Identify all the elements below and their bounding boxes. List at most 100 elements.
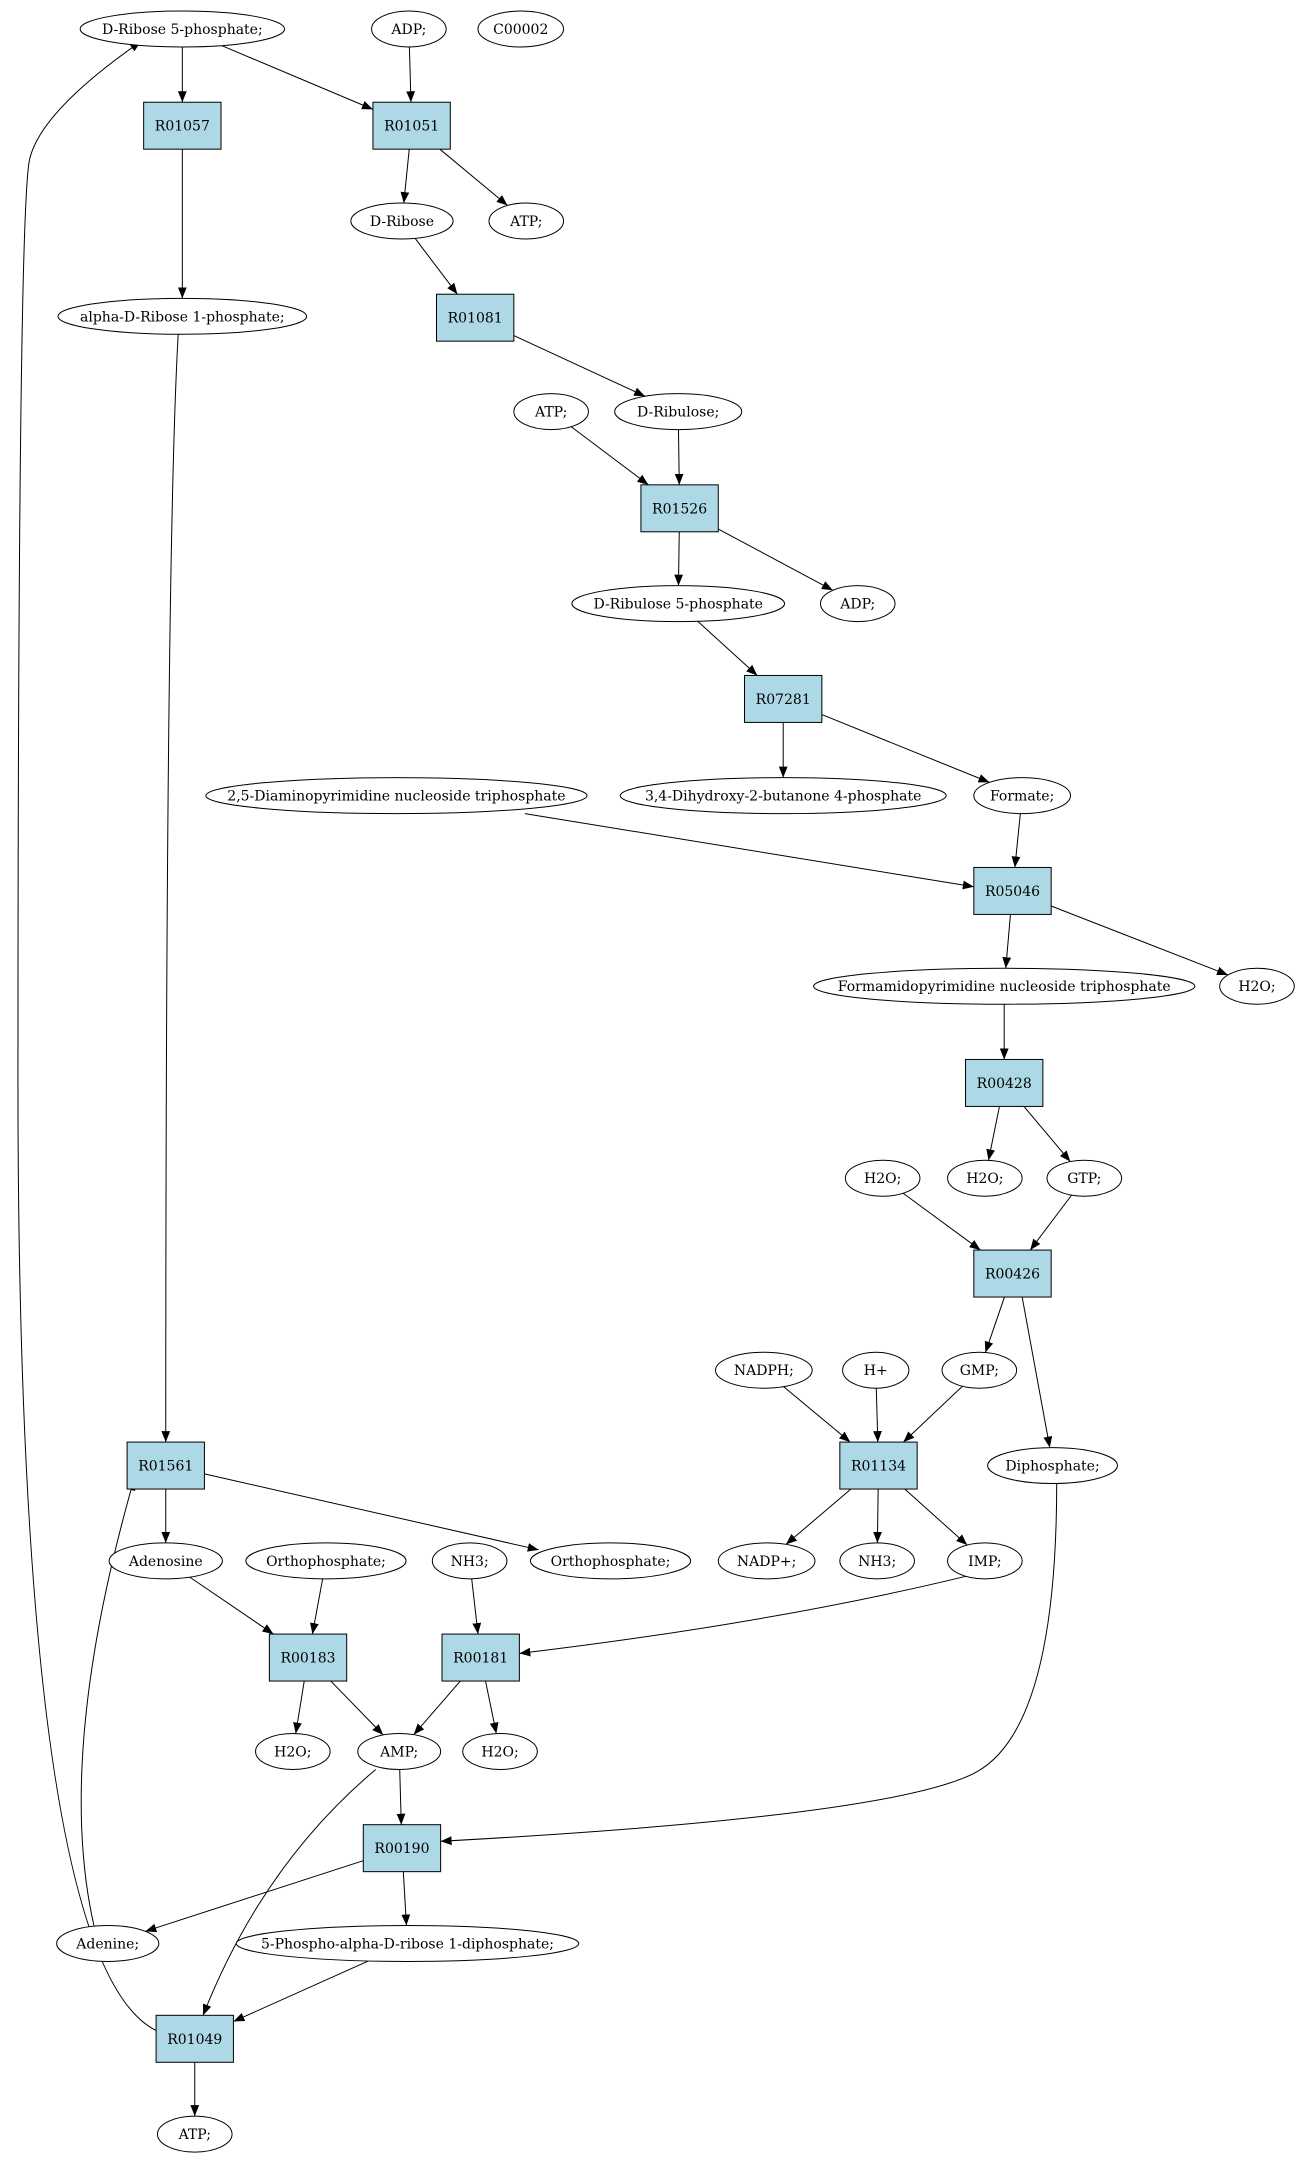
compound-ellipse [844,1159,921,1197]
edge-c_ribose5p-to-r01051 [221,45,374,110]
compound-ellipse [839,1542,915,1580]
edge-c_gmp-to-r01134 [903,1385,963,1443]
reaction-node-r05046: R05046 [973,866,1052,915]
compound-node-c_dhb4p: 3,4-Dihydroxy-2-butanone 4-phosphate [619,777,947,815]
compound-ellipse [205,777,588,815]
compound-node-c_adp2: ADP; [819,585,896,623]
edge-c_diphosphate-to-r00190 [440,1483,1058,1846]
node-label: NH3; [451,1554,489,1570]
edge-r05046-to-c_formamido [1002,914,1012,969]
edge-r00181-to-c_h2o_e [485,1680,499,1734]
node-label: H2O; [481,1744,518,1760]
node-label: R01049 [167,2032,222,2048]
node-label: NADPH; [734,1363,794,1379]
node-label: Orthophosphate; [266,1554,386,1570]
node-label: R01081 [448,311,503,327]
compound-ellipse [973,777,1072,815]
compound-node-c_gtp: GTP; [1046,1159,1123,1197]
reaction-node-r01134: R01134 [839,1441,918,1490]
edge-c_gtp-to-r00426 [1029,1194,1072,1251]
reaction-box [965,1058,1044,1107]
compound-ellipse [987,1447,1118,1485]
compound-node-c_gmp: GMP; [941,1351,1018,1389]
compound-node-c_ribulose5p: D-Ribulose 5-phosphate [571,585,786,623]
node-label: 2,5-Diaminopyrimidine nucleoside triphos… [227,789,565,805]
compound-ellipse [813,967,1196,1005]
edge-c_imp-to-r00181 [519,1575,968,1657]
compound-ellipse [571,585,786,623]
reaction-node-r01049: R01049 [155,2014,234,2063]
edges-layer [17,41,1229,2117]
node-label: D-Ribulose; [637,405,719,421]
compound-node-c_atp3: ATP; [156,2115,233,2153]
reaction-node-r00426: R00426 [973,1249,1052,1298]
edge-c_dribulose-to-r01526 [674,429,684,485]
compound-ellipse [488,202,565,240]
node-label: R05046 [985,884,1040,900]
reaction-node-r01081: R01081 [435,293,515,342]
compound-node-c_c00002: C00002 [477,10,565,48]
node-label: NADP+; [737,1554,796,1570]
compound-node-c_h2o_e: H2O; [462,1733,538,1770]
compound-ellipse [614,393,743,431]
edge-c_amp-to-r00190 [396,1769,406,1825]
node-label: Formamidopyrimidine nucleoside triphosph… [838,979,1171,995]
compound-node-c_dribose: D-Ribose [350,202,454,240]
edge-r00426-to-c_diphosphate [1021,1296,1053,1448]
edge-r01134-to-c_nadp [785,1488,852,1545]
node-label: R00183 [280,1651,335,1667]
node-label: H2O; [1238,979,1275,995]
compound-ellipse [156,2115,233,2153]
edge-r01049-to-c_ribose5p [17,41,157,2031]
edge-c_ribulose5p-to-r07281 [697,620,758,676]
node-label: GTP; [1067,1171,1101,1187]
reaction-box [441,1633,520,1682]
edge-r00426-to-c_gmp [984,1296,1005,1353]
compound-ellipse [819,585,896,623]
edge-c_formate-to-r05046 [1011,813,1021,868]
reaction-box [435,293,515,342]
node-label: D-Ribose [370,214,434,230]
edge-r00190-to-c_prpp [401,1871,411,1926]
edge-r05046-to-c_h2o_a [1050,905,1229,976]
edge-c_diaminopyr-to-r05046 [524,813,974,890]
node-label: H+ [864,1363,888,1379]
node-label: H2O; [274,1744,311,1760]
edge-r07281-to-c_formate [821,714,990,783]
edge-c_ar1p-to-r01561 [161,334,179,1443]
reaction-node-r00181: R00181 [441,1633,520,1682]
compound-ellipse [108,1542,223,1580]
edge-r00428-to-c_h2o_c [986,1106,1000,1161]
compound-ellipse [513,393,589,431]
reaction-box [640,484,719,533]
compound-ellipse [350,202,454,240]
compound-node-c_nadp: NADP+; [717,1542,816,1580]
reaction-box [744,674,823,723]
reaction-box [143,101,222,150]
compound-ellipse [1046,1159,1123,1197]
compound-node-c_adp_top: ADP; [371,10,447,48]
compound-ellipse [462,1733,538,1770]
compound-ellipse [357,1733,442,1770]
node-label: D-Ribose 5-phosphate; [102,22,263,38]
node-label: R01526 [652,501,707,517]
compound-node-c_ortho_b: Orthophosphate; [529,1542,692,1580]
compound-node-c_nh3_b: NH3; [431,1542,508,1580]
node-label: H2O; [966,1171,1003,1187]
compound-ellipse [431,1542,508,1580]
edge-r01051-to-c_atp1 [439,148,508,206]
node-label: H2O; [864,1171,901,1187]
node-label: R00190 [374,1841,429,1857]
node-label: R01561 [138,1459,193,1475]
reaction-box [839,1441,918,1490]
compound-node-c_adenine: Adenine; [56,1925,160,1962]
edge-r00183-to-c_h2o_d [293,1680,305,1734]
compound-ellipse [947,1159,1023,1197]
compound-ellipse [717,1542,816,1580]
compound-ellipse [371,10,447,48]
edge-r00181-to-c_amp [413,1680,461,1736]
compound-node-c_prpp: 5-Phospho-alpha-D-ribose 1-diphosphate; [235,1925,580,1962]
compound-ellipse [255,1733,331,1770]
compound-ellipse [57,297,308,335]
